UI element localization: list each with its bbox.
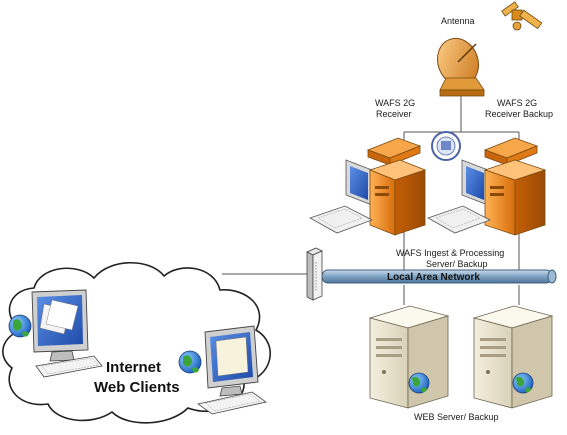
receiver-label-line1: WAFS 2G: [375, 98, 415, 108]
antenna-dish-icon: [436, 37, 485, 97]
monitor-icon: [345, 159, 373, 206]
lan-label: Local Area Network: [387, 272, 480, 283]
keyboard-icon: [309, 205, 373, 234]
satellite-icon: [501, 1, 543, 31]
logo-badge-icon: [431, 131, 461, 161]
globe-icon: [8, 314, 32, 338]
monitor-icon: [204, 325, 259, 397]
keyboard-icon: [427, 205, 491, 234]
internet-label-line1: Internet: [106, 359, 161, 376]
globe-icon: [512, 372, 534, 394]
monitor-icon: [31, 289, 89, 362]
receiver-backup-label-line2: Receiver Backup: [485, 109, 553, 119]
web-client-1: [8, 289, 103, 378]
ingest-label-line1: WAFS Ingest & Processing: [396, 248, 504, 258]
web-server-label: WEB Server/ Backup: [414, 412, 499, 422]
antenna-label: Antenna: [441, 16, 475, 26]
receiver-label-line2: Receiver: [376, 109, 412, 119]
web-server-2: [472, 305, 554, 409]
web-server-1: [368, 305, 450, 409]
receiver-workstation-2: [427, 137, 547, 236]
keyboard-icon: [197, 391, 267, 415]
firewall-router-icon: [306, 247, 323, 301]
monitor-icon: [461, 159, 489, 206]
ingest-label-line2: Server/ Backup: [426, 259, 488, 269]
keyboard-icon: [35, 355, 103, 378]
receiver-backup-label-line1: WAFS 2G: [497, 98, 537, 108]
globe-icon: [178, 350, 202, 374]
server-tower-icon: [368, 159, 427, 236]
web-client-2: [178, 325, 267, 415]
receiver-workstation-1: [309, 137, 427, 236]
server-tower-icon: [483, 159, 547, 236]
globe-icon: [408, 372, 430, 394]
internet-label-line2: Web Clients: [94, 379, 180, 396]
